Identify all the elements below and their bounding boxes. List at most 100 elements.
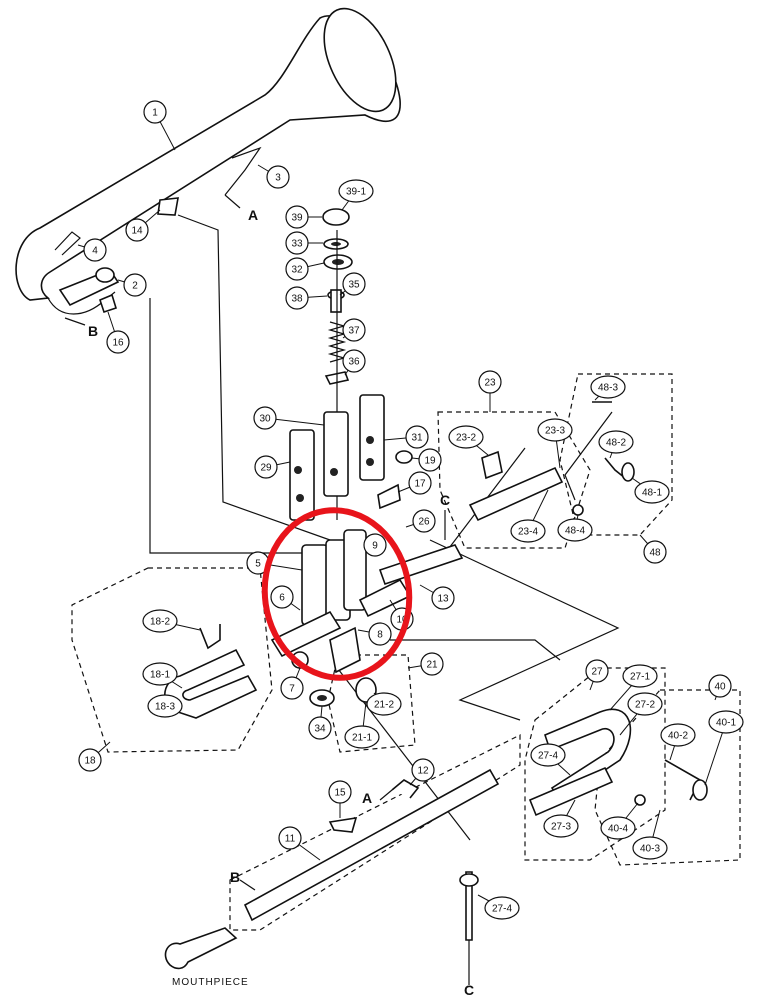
callout-c27-1: 27-1 (622, 664, 658, 688)
stem-35 (330, 289, 342, 313)
callout-text-c39-1: 39-1 (346, 187, 366, 198)
callout-c23-3: 23-3 (537, 418, 573, 442)
callout-c33: 33 (285, 231, 309, 255)
callout-circle-c27-2 (627, 692, 663, 716)
callout-circle-c30 (253, 406, 277, 430)
callout-circle-c15 (328, 780, 352, 804)
callout-text-c29: 29 (260, 463, 272, 474)
piston-29 (289, 429, 315, 521)
callout-text-c48-2: 48-2 (606, 438, 626, 449)
callout-circle-c7 (280, 676, 304, 700)
callout-circle-c27 (585, 659, 609, 683)
callout-circle-c34 (308, 716, 332, 740)
callout-c6: 6 (270, 585, 294, 609)
callout-text-c39: 39 (291, 213, 303, 224)
callout-circle-c18-3 (147, 694, 183, 718)
callout-text-c34: 34 (314, 724, 326, 735)
callout-c16: 16 (106, 330, 130, 354)
callout-c48-3: 48-3 (590, 375, 626, 399)
callout-c48-4: 48-4 (557, 518, 593, 542)
assembly-line-48 (564, 411, 613, 501)
clip-16 (99, 293, 117, 314)
callout-text-c23-3: 23-3 (545, 426, 565, 437)
callout-circle-c33 (285, 231, 309, 255)
callout-circle-c26 (412, 509, 436, 533)
clip-15 (328, 817, 358, 833)
callout-c23: 23 (478, 370, 502, 394)
callout-c48-1: 48-1 (634, 480, 670, 504)
letter-A2: A (362, 790, 372, 806)
callout-circle-c8 (368, 622, 392, 646)
callout-text-c48-4: 48-4 (565, 526, 585, 537)
callout-c17: 17 (408, 471, 432, 495)
callout-text-c9: 9 (372, 541, 378, 552)
piston-29-port-a (294, 466, 302, 474)
cap-19 (395, 450, 413, 464)
callout-circle-c23-3 (537, 418, 573, 442)
callout-circle-c23 (478, 370, 502, 394)
callout-c15: 15 (328, 780, 352, 804)
callout-circle-c48-2 (598, 430, 634, 454)
callout-circle-c39-1 (338, 179, 374, 203)
callout-circle-c36 (342, 349, 366, 373)
callout-text-c18-1: 18-1 (150, 670, 170, 681)
assembly-line-right (429, 539, 620, 721)
washer-33-center (331, 242, 341, 246)
letter-C2: C (464, 982, 474, 998)
callout-labels: 1234141639-13933323835373630312919172623… (78, 100, 744, 920)
callout-c1: 1 (143, 100, 167, 124)
piston-31-port-b (366, 458, 374, 466)
hook-18-2 (199, 624, 221, 650)
callout-c34: 34 (308, 716, 332, 740)
callout-text-c15: 15 (334, 788, 346, 799)
callout-circle-c16 (106, 330, 130, 354)
callout-circle-c19 (418, 448, 442, 472)
callout-text-c6: 6 (279, 593, 285, 604)
callout-circle-c38 (285, 286, 309, 310)
callout-text-c18-2: 18-2 (150, 617, 170, 628)
callout-text-c13: 13 (437, 594, 449, 605)
callout-circle-c48-4 (557, 518, 593, 542)
callout-circle-c37 (342, 318, 366, 342)
callout-circle-c48-3 (590, 375, 626, 399)
callout-text-c27-1: 27-1 (630, 672, 650, 683)
group-outline-11 (229, 734, 521, 931)
callout-text-c17: 17 (414, 479, 426, 490)
callout-text-c27-2: 27-2 (635, 700, 655, 711)
callout-circle-c29 (254, 455, 278, 479)
group-outline-21 (327, 654, 416, 753)
callout-c32: 32 (285, 257, 309, 281)
callout-circle-c39 (285, 205, 309, 229)
knob-40-1 (692, 779, 708, 801)
callout-text-c27-3: 27-3 (551, 822, 571, 833)
arrow-A2 (379, 789, 393, 801)
callout-c18-2: 18-2 (142, 609, 178, 633)
callout-text-c31: 31 (411, 433, 423, 444)
group-outline-23 (437, 411, 591, 549)
callout-text-c2: 2 (132, 281, 138, 292)
callout-text-c7: 7 (289, 684, 295, 695)
callout-c23-4: 23-4 (510, 519, 546, 543)
callout-circle-c21-1 (344, 725, 380, 749)
guide-17 (377, 483, 401, 510)
callout-c30: 30 (253, 406, 277, 430)
callout-text-c4: 4 (92, 246, 98, 257)
callout-c19: 19 (418, 448, 442, 472)
callout-c40-2: 40-2 (660, 723, 696, 747)
callout-c18: 18 (78, 748, 102, 772)
callout-text-c27: 27 (591, 667, 603, 678)
lower-tube-8 (329, 626, 361, 674)
callout-circle-c18-1 (142, 662, 178, 686)
group-outline-18 (71, 567, 273, 753)
callout-c29: 29 (254, 455, 278, 479)
callout-text-c40-4: 40-4 (608, 824, 628, 835)
callout-c26: 26 (412, 509, 436, 533)
callout-c18-3: 18-3 (147, 694, 183, 718)
bell-rim (323, 7, 397, 113)
knob-48-1 (621, 462, 635, 482)
callout-text-c32: 32 (291, 265, 303, 276)
cap-34-center (317, 695, 327, 701)
callout-c13: 13 (431, 586, 455, 610)
